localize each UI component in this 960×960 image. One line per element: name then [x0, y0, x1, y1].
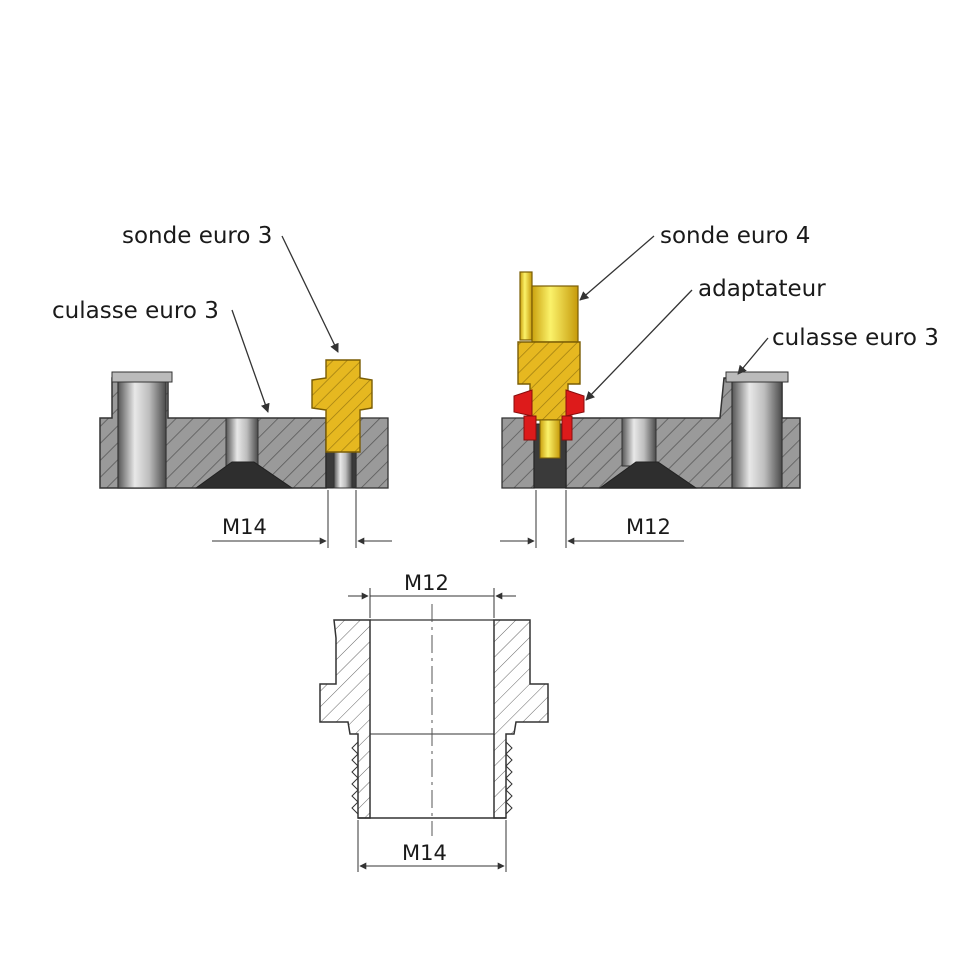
- right-thread-label: M12: [626, 515, 671, 539]
- right-head-label: culasse euro 3: [772, 325, 939, 351]
- right-dimension: M12: [500, 490, 684, 548]
- left-dimension: M14: [212, 490, 392, 548]
- left-probe-label: sonde euro 3: [122, 223, 272, 249]
- right-cylinder-head: [501, 371, 801, 489]
- left-thread-label: M14: [222, 515, 267, 539]
- adapter-top-label: M12: [404, 571, 449, 595]
- right-probe-label: sonde euro 4: [660, 223, 810, 249]
- right-probe-euro4: [517, 271, 581, 459]
- left-head-leader: [231, 309, 270, 413]
- right-adapter-leader: [585, 289, 693, 401]
- left-head-label: culasse euro 3: [52, 298, 219, 324]
- right-head-leader: [737, 337, 769, 375]
- right-adapter-seal: [513, 389, 585, 441]
- left-probe-euro3: [311, 359, 373, 453]
- left-probe-leader: [281, 235, 339, 353]
- adapter-bottom-dimension: M14: [357, 820, 507, 872]
- right-adapter-label: adaptateur: [698, 276, 826, 302]
- left-cylinder-head: [99, 371, 389, 489]
- adapter-section: [319, 604, 549, 836]
- right-probe-leader: [579, 235, 655, 301]
- adapter-top-dimension: M12: [348, 571, 516, 618]
- adapter-bottom-label: M14: [402, 841, 447, 865]
